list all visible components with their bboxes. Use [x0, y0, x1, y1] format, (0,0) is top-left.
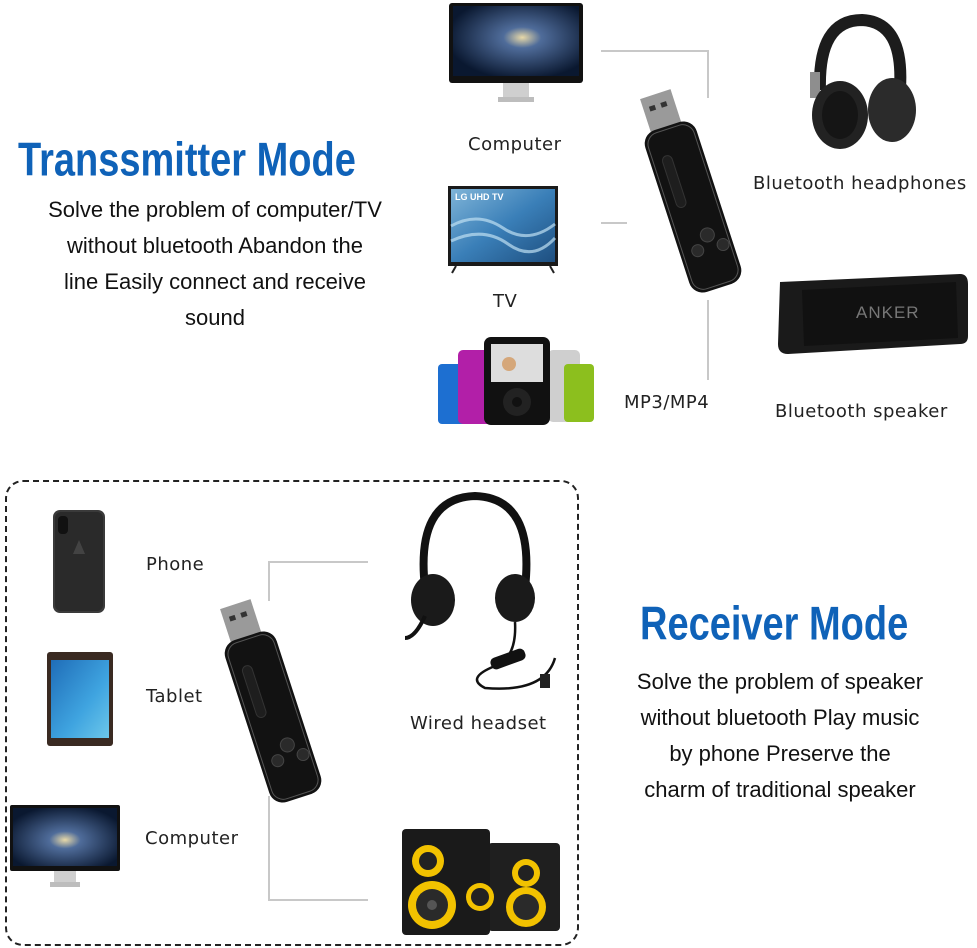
- desc-line: Solve the problem of speaker: [636, 669, 924, 694]
- computer-label: Computer: [145, 828, 239, 849]
- speaker-icon: ANKER: [770, 262, 970, 362]
- computer-label: Computer: [468, 134, 562, 155]
- tablet-label: Tablet: [146, 686, 203, 707]
- desc-line: without bluetooth Abandon the: [66, 233, 364, 258]
- desc-line: line Easily connect and receive: [63, 269, 367, 294]
- connector-line: [707, 50, 709, 98]
- receiver-title: Receiver Mode: [640, 598, 909, 651]
- connector-line: [601, 50, 709, 52]
- tablet-icon: [47, 652, 113, 746]
- desc-line: Solve the problem of computer/TV: [48, 197, 382, 222]
- headphones-label: Bluetooth headphones: [753, 173, 967, 194]
- tv-icon: LG UHD TV: [448, 186, 558, 274]
- monitor-icon: [10, 805, 120, 889]
- phone-label: Phone: [146, 554, 205, 575]
- desc-line: sound: [185, 305, 245, 330]
- receiver-diagram-frame: [5, 480, 579, 946]
- wired-headset-icon: [395, 488, 575, 698]
- connector-line: [707, 300, 709, 380]
- desc-line: charm of traditional speaker: [644, 777, 916, 802]
- connector-line: [268, 899, 368, 901]
- bluetooth-dongle-icon: [210, 598, 330, 803]
- receiver-description: Solve the problem of speaker without blu…: [595, 664, 965, 808]
- bluetooth-dongle-icon: [630, 88, 750, 293]
- transmitter-title: Transsmitter Mode: [18, 134, 356, 187]
- speaker-label: Bluetooth speaker: [775, 401, 948, 422]
- connector-line: [268, 561, 270, 601]
- transmitter-description: Solve the problem of computer/TV without…: [10, 192, 420, 336]
- desc-line: by phone Preserve the: [669, 741, 891, 766]
- desktop-speakers-icon: [400, 825, 565, 937]
- mp3-player-icon: [436, 334, 598, 430]
- monitor-icon: [448, 3, 584, 105]
- mp3-label: MP3/MP4: [624, 392, 710, 413]
- connector-line: [268, 796, 270, 900]
- connector-line: [601, 222, 627, 224]
- wired-headset-label: Wired headset: [410, 713, 547, 734]
- speaker-brand-text: ANKER: [856, 303, 920, 322]
- connector-line: [268, 561, 368, 563]
- tv-brand-text: LG UHD TV: [455, 192, 504, 202]
- headphones-icon: [800, 10, 920, 150]
- phone-icon: [53, 510, 105, 613]
- desc-line: without bluetooth Play music: [640, 705, 920, 730]
- tv-label: TV: [493, 291, 518, 312]
